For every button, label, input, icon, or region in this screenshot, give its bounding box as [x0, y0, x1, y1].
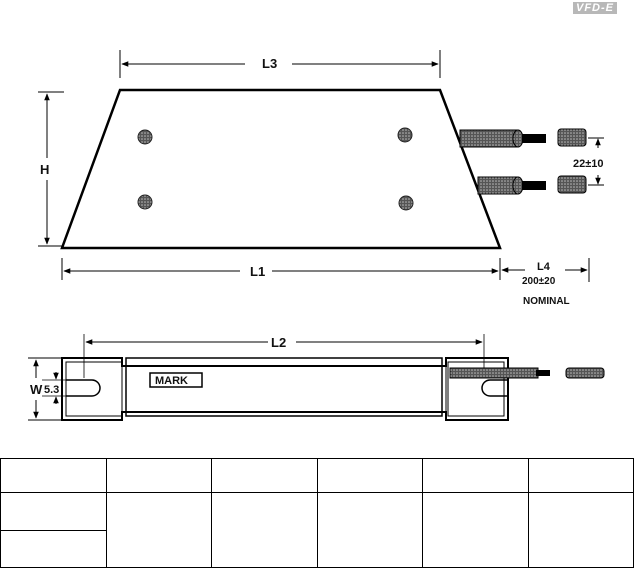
table-cell	[0, 492, 107, 531]
hole-label: 5.3	[44, 384, 59, 396]
mounting-hole	[397, 127, 413, 143]
mounting-hole	[137, 129, 153, 145]
table-cell	[211, 458, 318, 493]
lead-wire-lower	[477, 175, 587, 195]
lead-spacing-label: 22±10	[573, 158, 604, 170]
l4-label: L4	[537, 261, 551, 273]
resistor-body-side	[61, 357, 509, 421]
resistor-body-top	[60, 88, 502, 250]
brand-logo: VFD-E	[573, 2, 617, 14]
l3-label: L3	[262, 56, 277, 71]
table-cell	[105, 492, 212, 568]
table-cell	[105, 458, 212, 493]
lead-wire-upper	[459, 128, 587, 148]
table-row	[0, 492, 634, 568]
l1-label: L1	[250, 264, 265, 279]
w-label: W	[30, 382, 43, 397]
table-cell	[211, 492, 318, 568]
nominal-label: NOMINAL	[523, 296, 570, 307]
mounting-hole	[398, 195, 414, 211]
mark-label: MARK	[155, 375, 188, 387]
table-cell	[316, 458, 423, 493]
mark-box	[149, 372, 203, 388]
resistor-drawing: 22±10 L3 H L1 L4 200±20 NOMINAL L2	[28, 50, 605, 421]
table-cell	[0, 530, 107, 568]
lead-wire-side	[449, 367, 539, 379]
table-cell	[422, 458, 529, 493]
table-cell	[527, 458, 634, 493]
lead-tip-side	[565, 367, 605, 379]
mounting-hole	[137, 194, 153, 210]
table-cell	[527, 492, 634, 568]
l4-value-label: 200±20	[522, 276, 556, 287]
table-cell	[422, 492, 529, 568]
spec-table	[0, 458, 634, 568]
table-cell	[316, 492, 423, 568]
h-label: H	[40, 162, 49, 177]
table-header-row	[0, 458, 634, 493]
table-row	[0, 530, 634, 568]
l2-label: L2	[271, 335, 286, 350]
table-cell	[0, 458, 107, 493]
